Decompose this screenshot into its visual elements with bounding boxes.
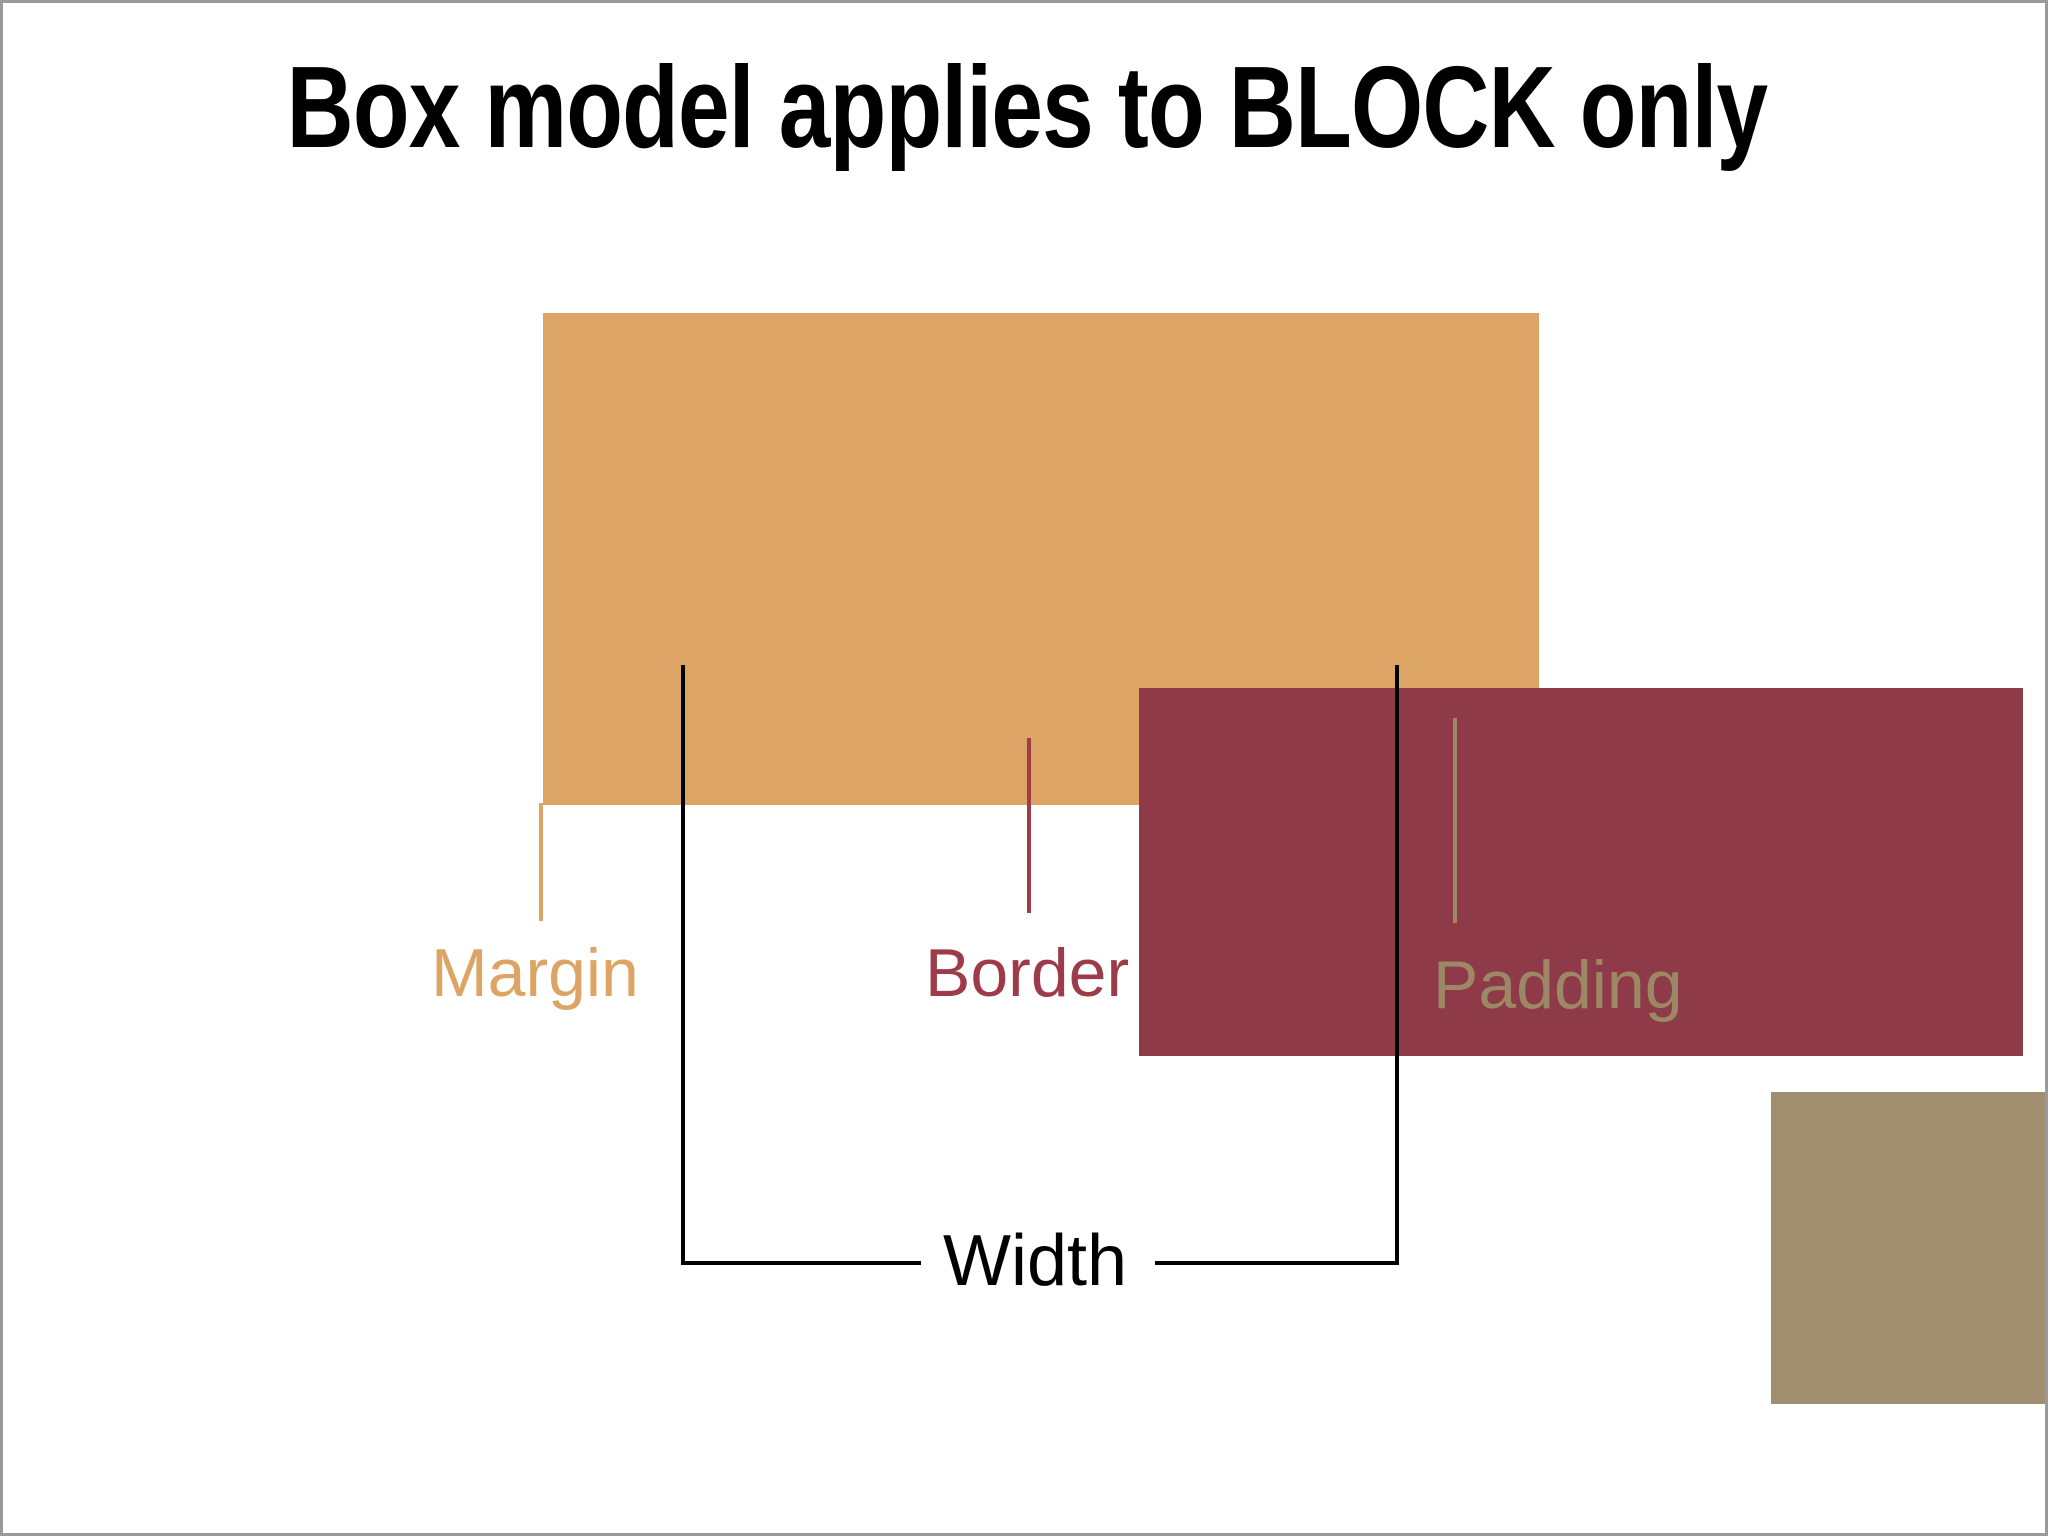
border-label: Border [925, 935, 1130, 1011]
width-bracket-right-rule [1155, 1261, 1395, 1265]
width-bracket [681, 665, 1399, 1265]
width-bracket-left-arm [681, 665, 685, 1265]
margin-label: Margin [431, 935, 639, 1011]
padding-box: hello [1771, 1092, 2045, 1404]
margin-leader-line [539, 803, 543, 921]
page-title: Box model applies to BLOCK only [286, 42, 1769, 172]
width-bracket-left-rule [681, 1261, 921, 1265]
padding-label: Padding [1433, 947, 1683, 1023]
border-box: hello [1139, 688, 2045, 1404]
width-bracket-right-arm [1395, 665, 1399, 1265]
margin-box: hello [543, 313, 2045, 1404]
border-leader-line [1027, 738, 1031, 913]
width-label: Width [943, 1221, 1128, 1301]
padding-leader-line [1453, 718, 1457, 923]
